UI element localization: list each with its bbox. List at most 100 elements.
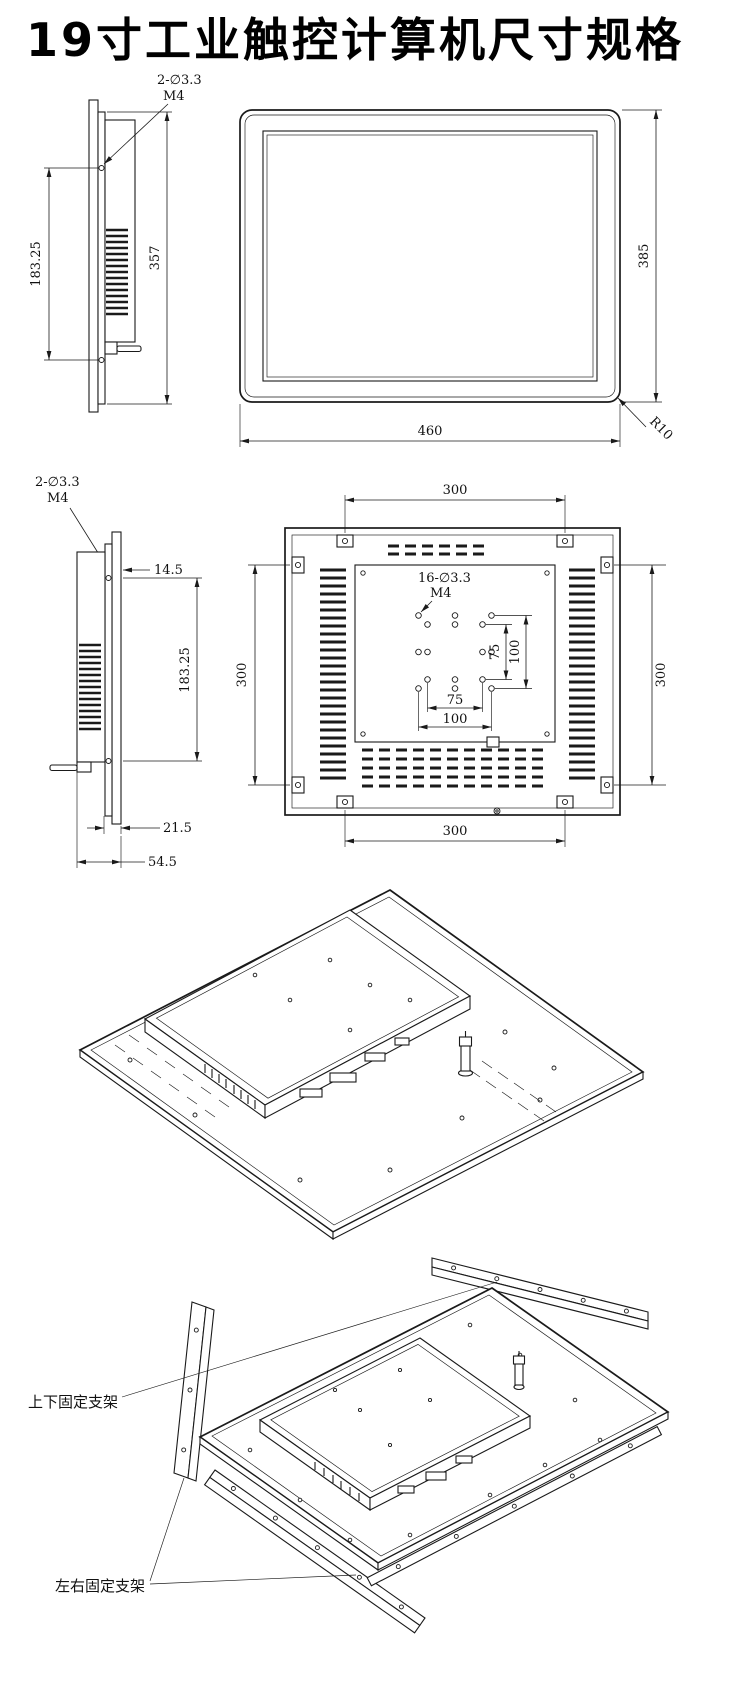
dim-span-bottom: 300 [344,810,566,847]
right-fixing-bracket [366,1425,663,1587]
page-title: 19寸工业触控计算机尺寸规格 [26,13,685,67]
io-ports [299,1037,410,1098]
vent-column-right [569,568,595,780]
mounting-ears [291,534,614,809]
dim-21-5-label: 21.5 [163,821,192,836]
mount-screw-top [105,575,112,581]
dim-span-left: 300 [235,564,290,786]
antenna [457,1031,474,1077]
callout-holes-label: 2-∅3.3 [35,475,80,490]
section-exploded-view: 上下固定支架 左右固定支架 [28,1257,670,1634]
callout-thread-label: M4 [163,89,185,104]
dim-span-top: 300 [344,483,566,533]
label-left-right-bracket: 左右固定支架 [55,1477,357,1595]
exploded-view: 上下固定支架 左右固定支架 [28,1257,670,1634]
dim-span-top-label: 300 [443,483,468,498]
dim-357-label: 357 [148,246,163,271]
module-vent-slots [314,1462,360,1501]
front-outer-bezel [239,109,621,403]
mount-screw-top [98,165,105,171]
bottom-fixing-bracket [203,1469,426,1634]
dim-183-25-label: 183.25 [29,241,44,287]
top-fixing-bracket [431,1257,649,1330]
dim-vesa-100-vertical: 100 [495,615,532,689]
screen-border [262,130,598,382]
dim-span-left-label: 300 [235,663,250,688]
dim-span-right: 300 [614,564,669,786]
dim-vesa-75-horizontal: 75 [427,683,483,712]
screen-area [266,134,594,378]
dim-14-5: 14.5 [123,563,183,578]
callout-thread-label: M4 [47,491,69,506]
side-view-mid: 2-∅3.3 M4 14.5 183.25 [35,475,202,870]
dim-span-bottom-label: 300 [443,824,468,839]
vent-row-top [388,544,484,556]
label-top-bottom-bracket: 上下固定支架 [28,1281,498,1411]
vesa-callout-holes-label: 16-∅3.3 [418,571,471,586]
section-rear-and-side-views: 2-∅3.3 M4 14.5 183.25 [35,475,669,870]
callout-holes-label: 2-∅3.3 [157,73,202,88]
module-vent-slots [204,1064,256,1109]
dim-14-5-label: 14.5 [154,563,183,578]
mount-screw-bottom [98,357,105,363]
dim-vesa-100v-label: 100 [508,640,523,665]
vesa-callout-thread-label: M4 [430,586,452,601]
panel-side-face-right [377,1411,669,1571]
rear-inner-line [291,534,614,809]
dim-385-label: 385 [637,244,652,269]
vesa-mount-plate [354,564,556,748]
left-right-bracket-label: 左右固定支架 [55,1577,145,1595]
isometric-rear-view [78,889,645,1241]
panel-screw-holes [247,1322,603,1543]
panel-screw-holes [127,1029,557,1183]
callout-2-m4: 2-∅3.3 M4 [103,73,202,165]
plate-connector [486,736,500,748]
dim-r10-label: R10 [646,414,675,443]
dim-54-5: 54.5 [76,764,177,870]
left-fixing-bracket [173,1301,215,1482]
mount-screw-bottom [105,758,112,764]
front-view: 385 460 R10 [239,109,675,447]
antenna [512,1351,526,1391]
module-screw-holes [252,957,413,1033]
dim-vesa-75v-label: 75 [488,644,503,661]
panel-vent-slots [114,1034,557,1122]
vent-slots [79,643,101,731]
bezel-plate [88,99,99,413]
vent-grid-bottom [362,748,543,788]
dim-460-label: 460 [418,424,443,439]
io-ports [397,1455,473,1494]
bezel-plate [111,531,122,825]
dim-54-5-label: 54.5 [148,855,177,870]
rear-antenna-port-pin [495,809,499,813]
pc-module [258,1337,532,1512]
section-isometric-view [78,889,645,1241]
mount-bracket-strip [104,543,113,817]
dim-21-5: 21.5 [87,816,192,836]
side-view-top: 2-∅3.3 M4 183.25 357 [29,73,202,413]
dim-183-25-label: 183.25 [178,647,193,693]
dim-vesa-75-vertical: 75 [486,624,512,680]
panel-inner-line [211,1294,657,1557]
dim-vesa-100h-label: 100 [443,712,468,727]
module-inner-line [270,1344,520,1492]
antenna-connector [104,341,142,355]
section-front-and-side-views: 2-∅3.3 M4 183.25 357 [29,73,675,447]
dim-vesa-75h-label: 75 [447,693,464,708]
vesa-holes [415,612,495,692]
module-screw-holes [332,1367,433,1448]
vesa-callout: 16-∅3.3 M4 [418,571,471,613]
top-bottom-bracket-label: 上下固定支架 [28,1393,118,1411]
pc-module [143,909,472,1120]
panel-side-face-right [332,1071,644,1240]
rear-view: 16-∅3.3 M4 75 100 75 [235,483,669,847]
vent-slots [106,228,128,316]
front-bezel-inner-line [244,114,616,398]
dim-183-25: 183.25 [29,167,99,361]
module-inner-line [155,916,460,1099]
dim-183-25: 183.25 [123,577,202,762]
antenna-connector [49,761,92,773]
dim-460: 460 [239,404,621,447]
dim-357: 357 [107,111,172,405]
